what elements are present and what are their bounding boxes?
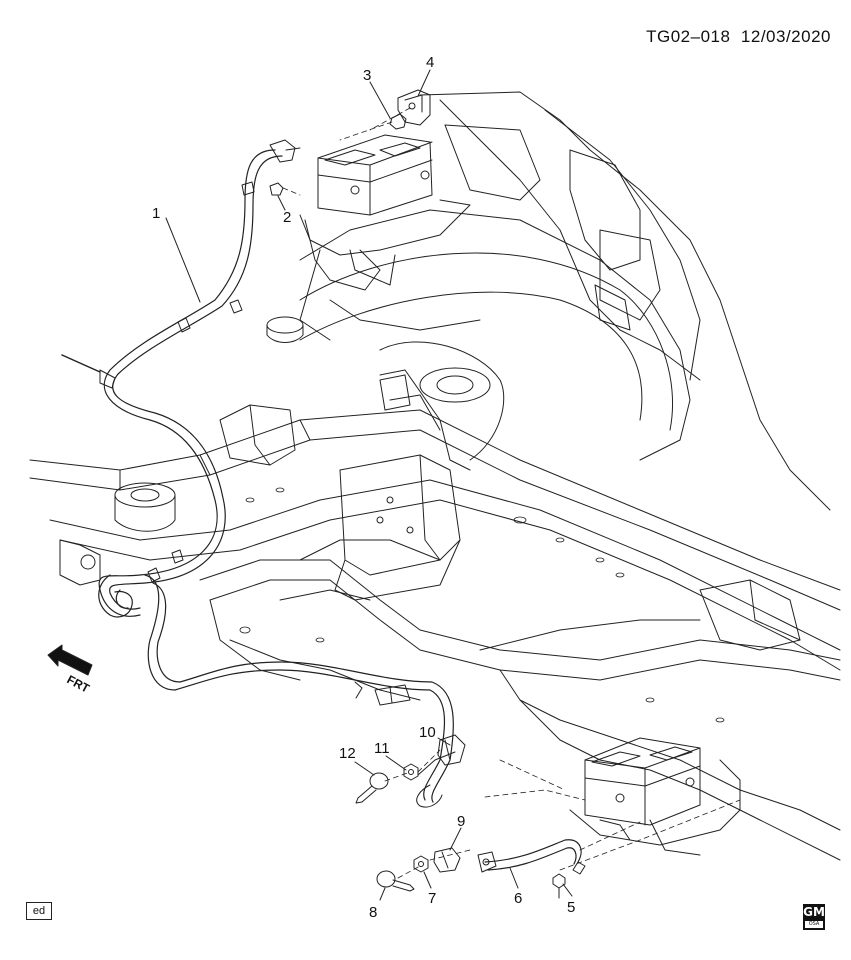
- callout-4: 4: [426, 54, 434, 71]
- diagram-header: TG02–018 12/03/2020: [646, 27, 831, 47]
- bolt-12: [355, 772, 389, 804]
- gm-logo-letters: GM: [803, 905, 825, 919]
- ed-label: ed: [26, 902, 52, 920]
- callout-7: 7: [428, 890, 436, 907]
- cable-6: [484, 839, 582, 871]
- callout-11: 11: [374, 740, 390, 757]
- front-direction-arrow: [47, 644, 93, 676]
- diagram-date: 12/03/2020: [740, 27, 831, 46]
- callout-5: 5: [567, 899, 575, 916]
- gm-logo: GM OSA: [803, 904, 825, 930]
- callout-2: 2: [283, 209, 291, 226]
- callout-8: 8: [369, 904, 377, 921]
- callout-3: 3: [363, 67, 371, 84]
- diagram-code: TG02–018: [646, 27, 731, 46]
- callout-10: 10: [419, 724, 436, 741]
- callout-6: 6: [514, 890, 522, 907]
- callout-9: 9: [457, 813, 465, 830]
- callout-1: 1: [152, 205, 160, 222]
- cable-10-end: [416, 734, 466, 808]
- callout-12: 12: [339, 745, 356, 762]
- gm-logo-sub: OSA: [805, 921, 823, 928]
- frt-label: FRT: [65, 672, 93, 696]
- lower-battery: [569, 737, 741, 856]
- cable-1: [98, 149, 454, 803]
- upper-battery: [317, 134, 433, 216]
